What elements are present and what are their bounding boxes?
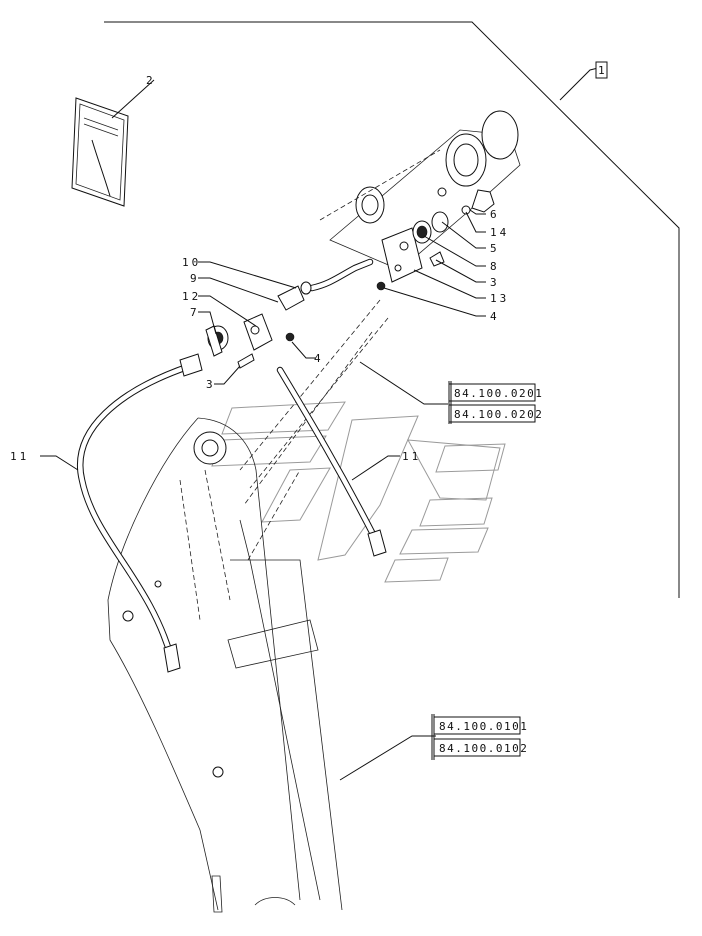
callout-1: 1 — [598, 64, 608, 77]
callout-5: 5 — [490, 242, 500, 255]
leader-lines — [40, 67, 599, 781]
item-1-box — [595, 61, 608, 79]
assembly-line-a — [239, 299, 381, 471]
callout-4-right: 4 — [490, 310, 500, 323]
callout-12: 12 — [182, 290, 201, 303]
reference-84-100-0202: 84.100.0202 — [454, 408, 543, 421]
assembly-line-b — [249, 317, 389, 489]
hydraulic-cylinder — [319, 110, 521, 271]
callout-13: 13 — [490, 292, 509, 305]
reference-boxes — [431, 381, 536, 760]
valve-block — [376, 189, 495, 291]
watermark-logo — [211, 401, 506, 583]
hose-left — [77, 353, 203, 673]
callout-10: 10 — [182, 256, 201, 269]
callout-7: 7 — [190, 306, 200, 319]
callout-6: 6 — [490, 208, 500, 221]
callout-3-right: 3 — [490, 276, 500, 289]
group-bracket-line — [104, 21, 680, 598]
callout-11-right: 11 — [402, 450, 421, 463]
reference-84-100-0201: 84.100.0201 — [454, 387, 543, 400]
callout-8: 8 — [490, 260, 500, 273]
reference-84-100-0102: 84.100.0102 — [439, 742, 528, 755]
callout-11-left: 11 — [10, 450, 29, 463]
callout-4-left: 4 — [314, 352, 324, 365]
reference-84-100-0101: 84.100.0101 — [439, 720, 528, 733]
assembly-line-d — [247, 469, 301, 561]
hose-right — [276, 366, 387, 557]
boom-arm — [107, 417, 343, 913]
callout-9: 9 — [190, 272, 200, 285]
callout-2: 2 — [146, 74, 156, 87]
callout-14: 14 — [490, 226, 509, 239]
decal-sheet — [71, 97, 129, 207]
callout-3-left: 3 — [206, 378, 216, 391]
